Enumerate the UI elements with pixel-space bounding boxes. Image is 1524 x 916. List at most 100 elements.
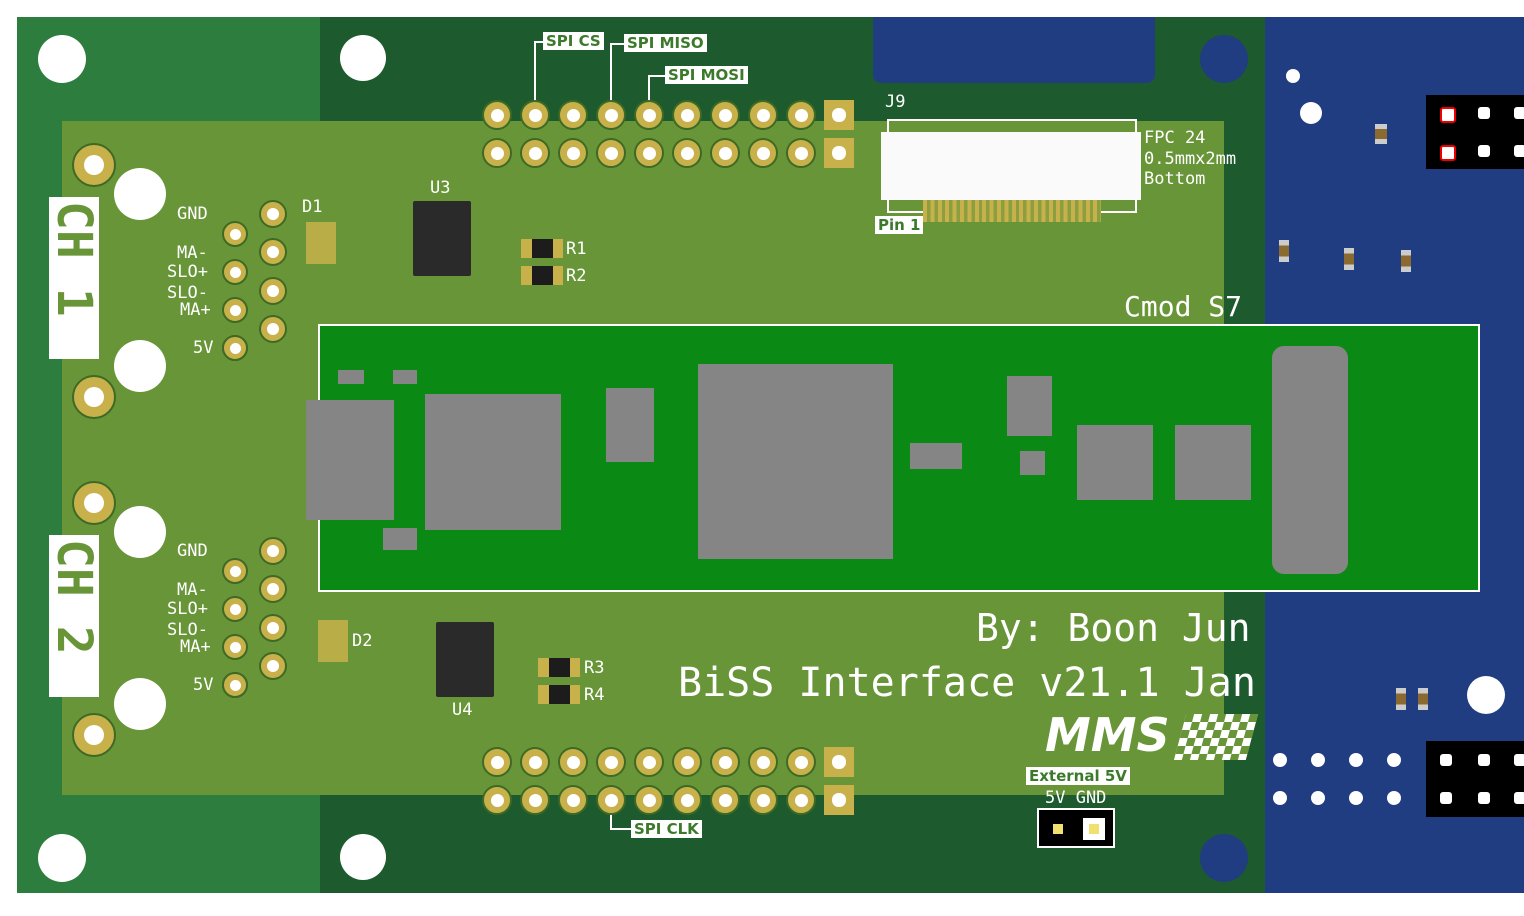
- header-pin: [1478, 754, 1490, 766]
- connector-pad: [72, 375, 116, 419]
- terminal-pad: [259, 652, 287, 680]
- header-pin: [1514, 107, 1524, 119]
- terminal-pad: [259, 575, 287, 603]
- header-pin: [786, 100, 816, 130]
- header-pin: [748, 100, 778, 130]
- pin-label-ma-plus: MA+: [180, 637, 211, 657]
- pin-label-gnd: GND: [177, 541, 208, 561]
- pin-label-5v: 5V: [193, 338, 214, 358]
- connector-hole: [114, 506, 166, 558]
- header-pin: [634, 747, 664, 777]
- pin-label-slo-minus: SLO-: [167, 620, 208, 640]
- header-pin: [1478, 792, 1490, 804]
- header-pin: [710, 100, 740, 130]
- header-pin-1: [824, 100, 854, 130]
- chip: [1175, 425, 1251, 500]
- mounting-hole: [340, 834, 386, 880]
- header-pin: [1440, 792, 1452, 804]
- terminal-pad: [222, 596, 248, 622]
- connector-pad: [72, 713, 116, 757]
- terminal-pad: [222, 672, 248, 698]
- header-pin: [1514, 145, 1524, 157]
- header-pin: [710, 138, 740, 168]
- header-pin: [1478, 107, 1490, 119]
- connector-hole: [114, 340, 166, 392]
- header-pin: [520, 138, 550, 168]
- pin-5v: [1053, 824, 1063, 834]
- mms-logo: MMS: [1045, 708, 1170, 762]
- header-pin: [558, 785, 588, 815]
- terminal-pad: [259, 537, 287, 565]
- connector-hole: [114, 678, 166, 730]
- smd-component: [1279, 240, 1289, 262]
- header-pin: [786, 747, 816, 777]
- resistor-r1: [521, 239, 563, 258]
- top-blue-tab: [873, 17, 1155, 83]
- ref-r2: R2: [566, 266, 587, 286]
- header-pin: [748, 785, 778, 815]
- pin-hole: [1349, 791, 1363, 805]
- pin-label-ma-plus: MA+: [180, 300, 211, 320]
- header-pin: [520, 100, 550, 130]
- pin-hole: [1273, 753, 1287, 767]
- chip: [393, 370, 417, 384]
- header-pin: [786, 785, 816, 815]
- spi-clk-leader: [610, 812, 633, 830]
- resistor-r2: [521, 266, 563, 285]
- terminal-pad: [222, 558, 248, 584]
- pmod-header: [1272, 346, 1348, 574]
- header-pin: [1440, 145, 1456, 161]
- pin-label-slo-plus: SLO+: [167, 599, 208, 619]
- ref-r4: R4: [584, 685, 605, 705]
- chip: [606, 388, 654, 462]
- mounting-hole-blue: [1200, 834, 1248, 882]
- spi-mosi-label: SPI MOSI: [665, 66, 748, 84]
- header-pin: [482, 785, 512, 815]
- chip: [1020, 451, 1045, 475]
- ref-r3: R3: [584, 658, 605, 678]
- header-pin: [672, 747, 702, 777]
- mounting-hole-blue: [1200, 35, 1248, 83]
- mounting-hole: [1467, 676, 1505, 714]
- header-pin-1: [824, 747, 854, 777]
- header-pin: [1514, 792, 1524, 804]
- checkered-flag: [1173, 714, 1259, 760]
- ch2-label: CH 2: [46, 535, 102, 697]
- pin-hole: [1387, 753, 1401, 767]
- pin-label-ma-minus: MA-: [177, 580, 208, 600]
- terminal-pad: [259, 200, 287, 228]
- connector-pad: [72, 143, 116, 187]
- ref-d2: D2: [352, 631, 373, 651]
- header-pin: [786, 138, 816, 168]
- header-right-bottom: [1426, 741, 1524, 817]
- pin-label-slo-minus: SLO-: [167, 283, 208, 303]
- fpc-pins: [923, 200, 1101, 222]
- terminal-pad: [222, 297, 248, 323]
- smd-component: [1418, 688, 1428, 710]
- header-pin: [558, 747, 588, 777]
- spi-cs-leader: [534, 41, 545, 103]
- author-label: By: Boon Jun: [976, 606, 1251, 650]
- ch1-label: CH 1: [46, 197, 102, 359]
- connector-hole: [114, 168, 166, 220]
- ic-u4: [436, 622, 494, 697]
- usb-connector: [306, 400, 394, 520]
- fpc-connector: [881, 132, 1141, 200]
- ref-j9: J9: [885, 92, 906, 112]
- spi-cs-label: SPI CS: [543, 32, 604, 50]
- terminal-pad: [222, 335, 248, 361]
- header-pin: [482, 747, 512, 777]
- pin-hole: [1387, 791, 1401, 805]
- mounting-hole: [38, 834, 86, 882]
- spi-clk-label: SPI CLK: [631, 820, 702, 838]
- spi-miso-leader: [610, 43, 626, 103]
- spi-mosi-leader: [648, 75, 667, 103]
- header-pin: [748, 138, 778, 168]
- header-pin: [1514, 754, 1524, 766]
- header-pin: [710, 785, 740, 815]
- diode-d2: [318, 620, 348, 662]
- terminal-pad: [259, 238, 287, 266]
- header-pin: [634, 785, 664, 815]
- fpga-chip: [698, 364, 893, 559]
- chip: [383, 528, 417, 550]
